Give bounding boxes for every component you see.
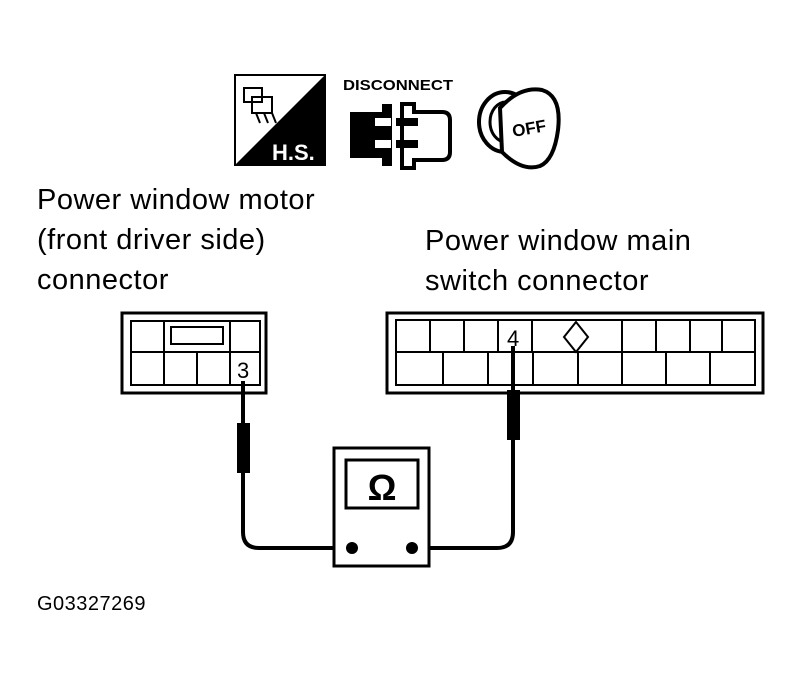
- switch-terminal-number: 4: [507, 326, 519, 351]
- test-leads: [241, 346, 515, 550]
- switch-title-line: Power window main: [425, 225, 692, 257]
- switch-title-line: switch connector: [425, 265, 649, 297]
- hs-label: H.S.: [272, 140, 315, 165]
- motor-connector-title: Power window motor (front driver side) c…: [37, 180, 315, 300]
- switch-connector: 4: [385, 311, 765, 395]
- left-probe: [237, 423, 250, 473]
- motor-connector: 3: [120, 311, 268, 395]
- ohm-symbol: Ω: [368, 467, 397, 508]
- motor-terminal-number: 3: [237, 358, 249, 383]
- connector-pictogram-icon: [243, 87, 277, 124]
- meter-jack-right: [406, 542, 418, 554]
- right-probe: [507, 390, 520, 440]
- motor-title-line: (front driver side): [37, 224, 266, 256]
- ignition-off-icon: OFF: [477, 87, 561, 170]
- harness-side-icon: H.S.: [234, 74, 326, 166]
- motor-title-line: connector: [37, 264, 169, 296]
- ohmmeter: Ω: [332, 446, 431, 568]
- disconnect-icon: DISCONNECT: [343, 77, 453, 170]
- disconnect-label: DISCONNECT: [343, 77, 453, 94]
- meter-jack-left: [346, 542, 358, 554]
- figure-code: G03327269: [37, 593, 147, 615]
- key-marker: [562, 320, 590, 354]
- motor-title-line: Power window motor: [37, 184, 316, 216]
- switch-connector-title: Power window main switch connector: [425, 221, 691, 301]
